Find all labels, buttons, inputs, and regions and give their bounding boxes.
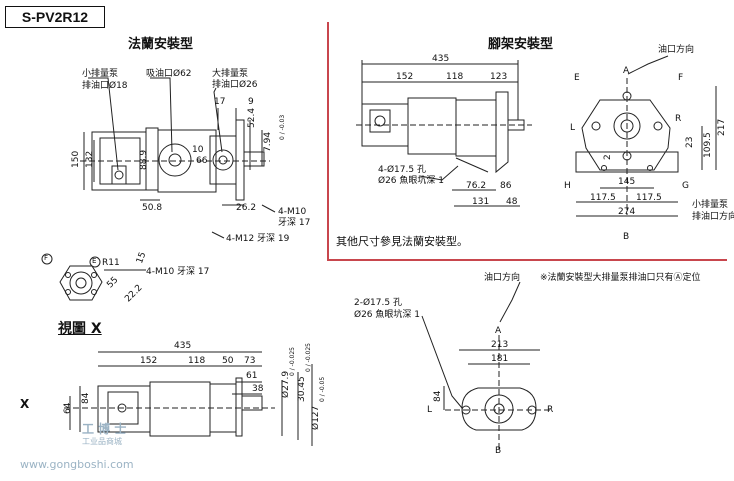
side-dim-127: Ø127 (311, 405, 321, 430)
dim-66: 66 (196, 156, 208, 166)
foot-hole-note-2: Ø26 魚眼坑深 1 (378, 176, 444, 186)
foot-dim-23: 23 (685, 136, 695, 148)
callout-m10-2: 牙深 17 (278, 218, 311, 228)
dim-52-4: 52.4 (247, 107, 257, 128)
foot-small-pump-1: 小排量泵 (692, 200, 729, 210)
watermark-url: www.gongboshi.com (20, 458, 134, 471)
side-dim-64: 64 (63, 402, 73, 414)
side-dim-73: 73 (244, 356, 256, 366)
side-dim-30-45-tol: 0 / -0.025 (305, 343, 312, 372)
dim-17: 17 (214, 97, 226, 107)
side-dim-30-45: 30.45 (297, 376, 307, 402)
bflange-oil-direction: 油口方向 (484, 273, 521, 283)
model-code-box: S-PV2R12 (5, 6, 105, 28)
dim-7-94-tol: 0 / -0.03 (279, 114, 286, 140)
side-dim-38: 38 (252, 384, 264, 394)
foot-dim-131: 131 (472, 197, 490, 207)
bflange-dim-84: 84 (433, 390, 443, 402)
watermark-brand: 工 博 士 (82, 422, 127, 436)
foot-dim-117-5-b: 117.5 (636, 193, 662, 203)
foot-dim-145: 145 (618, 177, 636, 187)
bottom-flange-front-view (421, 281, 552, 450)
bflange-letter-b: B (495, 446, 502, 456)
bflange-letter-l: L (427, 405, 433, 415)
foot-letter-l: L (570, 123, 576, 133)
watermark-sub: 工业品商城 (82, 437, 122, 446)
bflange-dim-213: 213 (491, 340, 509, 350)
suction-label: 吸油口Ø62 (146, 69, 192, 79)
view-x-r11: R11 (102, 258, 120, 268)
foot-dim-117-5-a: 117.5 (590, 193, 616, 203)
bflange-note: ※法蘭安裝型大排量泵排油口只有Ⓐ定位 (540, 273, 701, 283)
horizontal-divider (327, 259, 727, 261)
bflange-dim-181: 181 (491, 354, 509, 364)
side-dim-435: 435 (174, 341, 192, 351)
foot-letter-a: A (623, 66, 630, 76)
foot-oil-direction: 油口方向 (658, 45, 695, 55)
foot-dim-109-5: 109.5 (703, 132, 713, 158)
dim-50-8: 50.8 (142, 203, 163, 213)
foot-dim-118: 118 (446, 72, 464, 82)
dim-88-9: 88.9 (139, 149, 149, 170)
side-dim-27-9-tol: 0 / -0.025 (289, 347, 296, 376)
foot-dim-123: 123 (490, 72, 508, 82)
foot-dim-274: 274 (618, 207, 636, 217)
bottom-side-view (64, 351, 313, 446)
view-x-title: 視圖 X (58, 321, 102, 337)
side-dim-118: 118 (188, 356, 206, 366)
side-dim-50: 50 (222, 356, 234, 366)
foot-letter-h: H (564, 181, 571, 191)
dim-26-2: 26.2 (236, 203, 257, 213)
dim-150: 150 (71, 150, 81, 168)
bflange-letter-a: A (495, 326, 502, 336)
foot-small-pump-2: 排油口方向 (692, 212, 734, 222)
bflange-letter-r: R (547, 405, 554, 415)
callout-m10-1: 4-M10 (278, 207, 307, 217)
flange-title: 法蘭安裝型 (128, 37, 194, 52)
side-dim-61: 61 (246, 371, 258, 381)
bflange-hole-note-1: 2-Ø17.5 孔 (354, 298, 402, 308)
model-code: S-PV2R12 (21, 9, 89, 25)
vertical-divider (327, 22, 329, 260)
dim-10: 10 (192, 145, 204, 155)
foot-dim-2: 2 (603, 154, 613, 160)
foot-letter-g: G (682, 181, 689, 191)
view-x-letter-e: E (92, 257, 97, 265)
view-x-flange (41, 253, 146, 301)
view-x-letter-f: F (44, 254, 49, 262)
view-x-m10: 4-M10 牙深 17 (146, 267, 210, 277)
foot-dim-217: 217 (717, 118, 727, 136)
foot-title: 腳架安裝型 (488, 37, 554, 52)
bflange-hole-note-2: Ø26 魚眼坑深 1 (354, 310, 420, 320)
side-dim-152: 152 (140, 356, 158, 366)
dim-9: 9 (248, 97, 254, 107)
large-pump-label-1: 大排量泵 (212, 69, 249, 79)
dim-7-94: 7.94 (263, 131, 273, 152)
foot-front-view (575, 55, 717, 217)
foot-dim-76-2: 76.2 (466, 181, 487, 191)
small-pump-label-1: 小排量泵 (82, 69, 119, 79)
flange-side-view (80, 77, 276, 239)
dim-132: 132 (85, 150, 95, 168)
foot-hole-note-1: 4-Ø17.5 孔 (378, 165, 426, 175)
small-pump-label-2: 排油口Ø18 (82, 81, 128, 91)
side-dim-127-tol: 0 / -0.05 (319, 376, 326, 402)
large-pump-label-2: 排油口Ø26 (212, 80, 258, 90)
foot-dim-86: 86 (500, 181, 512, 191)
side-dim-84: 84 (81, 392, 91, 404)
foot-dim-48: 48 (506, 197, 518, 207)
foot-dim-152: 152 (396, 72, 414, 82)
foot-letter-e: E (574, 73, 580, 83)
x-view-marker: X (20, 397, 30, 411)
foot-side-view (356, 60, 532, 207)
callout-m12: 4-M12 牙深 19 (226, 234, 290, 244)
foot-letter-b: B (623, 232, 630, 242)
foot-dim-435: 435 (432, 54, 450, 64)
foot-other-note: 其他尺寸參見法蘭安裝型。 (336, 235, 468, 248)
foot-letter-r: R (675, 114, 682, 124)
foot-letter-f: F (678, 73, 684, 83)
